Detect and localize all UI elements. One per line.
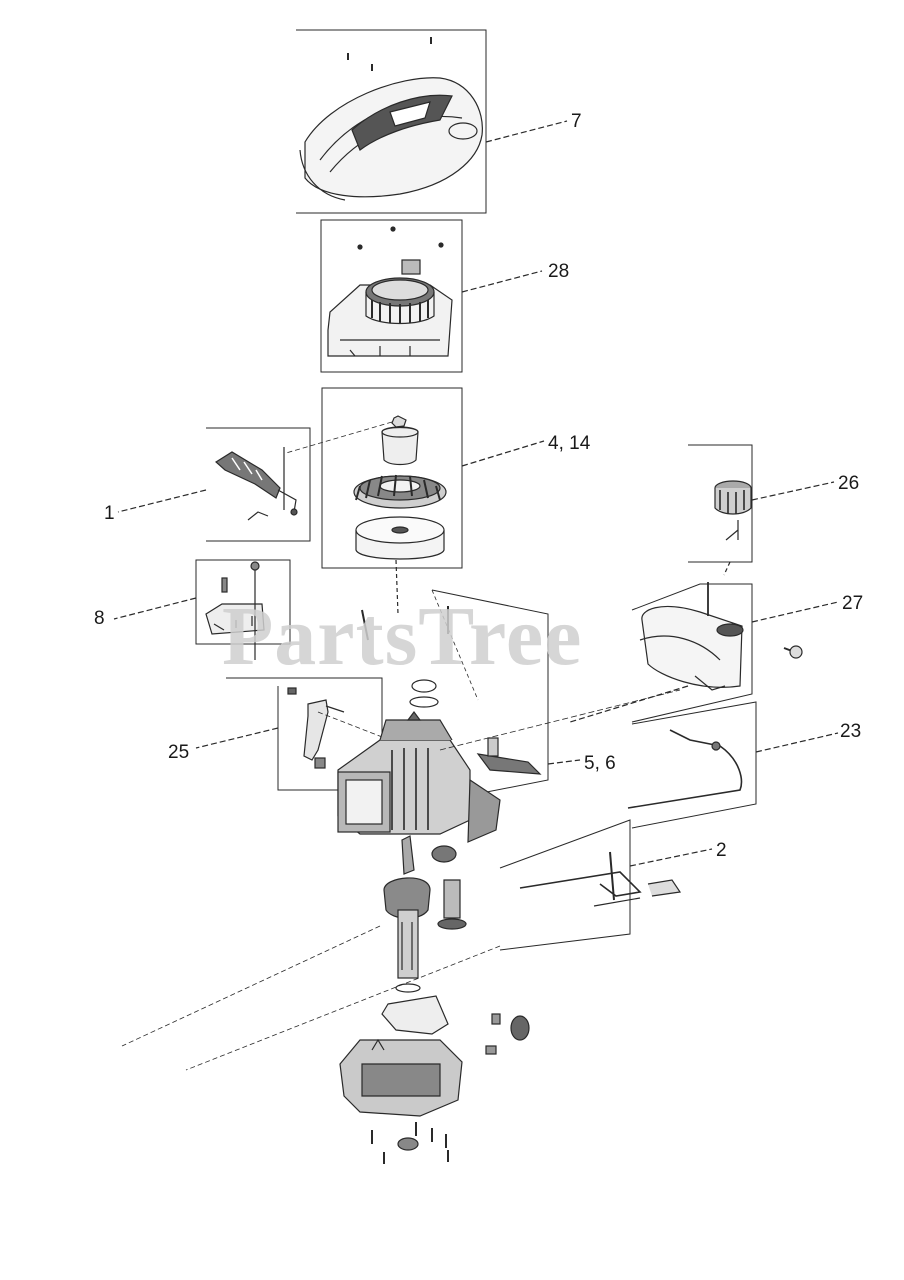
- callout-label-cover: 7: [571, 111, 582, 132]
- fuel-cap-part: [688, 444, 835, 576]
- callout-label-ignition-module: 1: [104, 503, 115, 524]
- callout-label-throttle-cable: 23: [840, 721, 862, 742]
- governor-link-part: [499, 819, 713, 951]
- muffler-guard-part: [113, 559, 291, 660]
- callout-label-muffler-guard: 8: [94, 608, 105, 629]
- callout-label-carburetor-linkage: 5, 6: [584, 753, 616, 774]
- fuel-tank-part: [631, 582, 839, 723]
- engine-cover-part: [296, 29, 568, 214]
- callout-label-dipstick: 25: [168, 742, 190, 763]
- recoil-starter-part: [320, 219, 543, 373]
- flywheel-part: [285, 387, 545, 569]
- engine-block-part: [337, 679, 501, 843]
- callout-label-governor-link: 2: [716, 840, 727, 861]
- callout-label-fuel-cap: 26: [838, 473, 860, 494]
- callout-label-recoil-starter: 28: [548, 261, 570, 282]
- crankcase-sump-part: [121, 559, 681, 1164]
- ignition-module-part: [117, 427, 311, 542]
- callout-label-flywheel: 4, 14: [548, 433, 591, 454]
- throttle-cable-part: [569, 685, 839, 829]
- carburetor-linkage-part: [431, 589, 581, 799]
- callout-label-fuel-tank: 27: [842, 593, 864, 614]
- crankshaft-part: [383, 835, 467, 993]
